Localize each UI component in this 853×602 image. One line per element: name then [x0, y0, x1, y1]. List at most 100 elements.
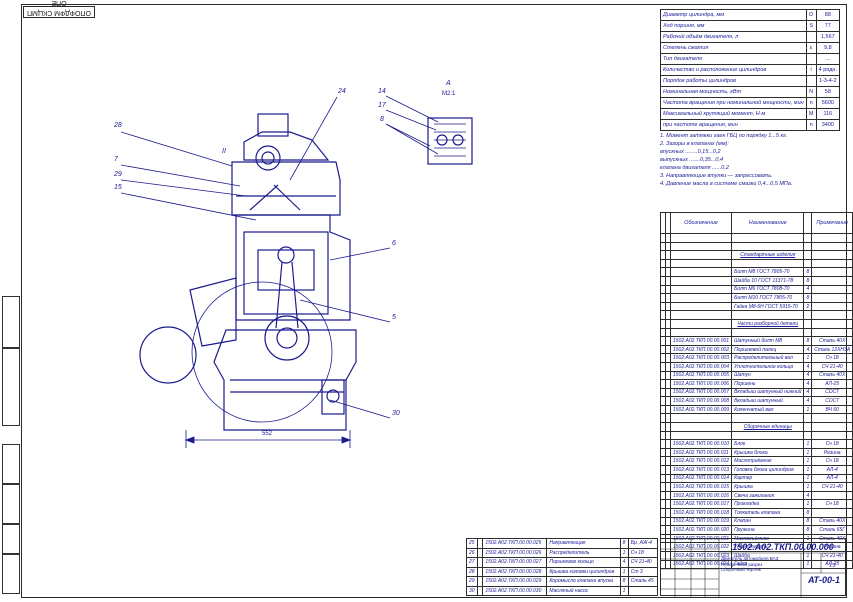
- spec-val: 1,567: [815, 31, 841, 43]
- parts-cell-c3: Картер: [731, 473, 805, 484]
- parts-cell-c4: 4: [803, 344, 813, 355]
- spec-label: Количество и расположение цилиндров: [660, 64, 807, 76]
- parts-cell-c5: [811, 430, 853, 441]
- parts-blank-row: [660, 258, 853, 269]
- parts-cell-c3: Коленчатый вал: [731, 404, 805, 415]
- parts-cell-c4: 4: [619, 557, 629, 568]
- technical-notes: 1. Момент затяжки гаек ГБЦ по порядку 1.…: [660, 132, 840, 188]
- parts-cell-c2: 1502.А02.ТКП.00.00.005: [669, 370, 733, 381]
- parts-cell-c5: [811, 275, 853, 286]
- spec-sym: n: [805, 119, 817, 131]
- parts-cell-c3: [731, 430, 805, 441]
- parts-header-c3: Наименование: [731, 212, 805, 234]
- title-block-grid: [661, 539, 847, 597]
- parts-cell-c4: [803, 241, 813, 252]
- parts-cell-c4: 1: [803, 353, 813, 363]
- parts-cell-c5: Резина: [811, 447, 853, 458]
- parts-cell-c3: Блок: [731, 439, 805, 449]
- crankshaft: [264, 315, 310, 361]
- parts-cell-c4: 1: [619, 547, 629, 558]
- parts-cell-c4: 8: [803, 293, 813, 303]
- oil-pump: [321, 379, 345, 415]
- callout-29: 29: [114, 171, 122, 178]
- drawing-name: Двигатель автомобиля ВАЗ Поперечный разр…: [721, 556, 801, 573]
- parts-cell-c4: [803, 310, 813, 320]
- parts-section-title: Сборочные единицы: [731, 422, 805, 432]
- parts-cell-c4: 1: [803, 447, 813, 458]
- parts-cell-c4: 8: [803, 525, 813, 535]
- parts-cell-c3: Уплотнительное кольцо: [731, 361, 805, 372]
- callout-5: 5: [392, 314, 396, 321]
- callout-30: 30: [392, 410, 400, 417]
- callout-28: 28: [114, 122, 122, 129]
- parts-cell-c3: [731, 413, 805, 424]
- parts-cell-c2: [669, 233, 733, 243]
- parts-cell-c4: 1: [619, 585, 629, 596]
- spec-sym: i: [805, 64, 817, 76]
- parts-cell-c4: 8: [803, 336, 813, 346]
- spec-sym: N: [805, 86, 817, 98]
- parts-cell-c3: Болт М6 ГОСТ 7808-70: [731, 284, 805, 295]
- callout-6: 6: [392, 240, 396, 247]
- parts-cell-c2: [669, 241, 733, 252]
- parts-cell-c3: Шатун: [731, 370, 805, 381]
- spec-label: Максимальный крутящий момент, Н·м: [660, 108, 807, 120]
- spec-label: Номинальная мощность, кВт: [660, 86, 807, 98]
- note-line: 2. Зазоры в клапанах (мм):: [660, 141, 729, 147]
- parts-cell: [803, 250, 813, 260]
- spec-sym: [805, 53, 817, 65]
- parts-blank-row: [660, 430, 853, 441]
- parts-cell-c2: 1502.А02.ТКП.00.00.019: [669, 516, 733, 527]
- parts-cell-c4: 1: [803, 482, 813, 492]
- parts-cell-c2: 1502.А02.ТКП.00.00.001: [669, 336, 733, 346]
- parts-cell-c5: СЧ 21-40: [811, 482, 853, 492]
- parts-cell-c0: 27: [465, 557, 479, 568]
- parts-cell-c2: [669, 284, 733, 295]
- parts-cell-c0: 25: [465, 538, 479, 549]
- parts-cell-c5: Сталь 45: [627, 576, 659, 587]
- parts-cell-c4: 8: [619, 576, 629, 587]
- parts-cell-c4: [803, 430, 813, 441]
- parts-cell-c2: [669, 430, 733, 441]
- parts-cell-c4: [803, 413, 813, 424]
- parts-header-c4: [803, 212, 813, 234]
- parts-header-c2: Обозначение: [669, 212, 733, 234]
- spec-label: Порядок работы цилиндров: [660, 75, 807, 87]
- spec-val: 9,8: [815, 42, 841, 54]
- parts-cell-c3: Вкладыш шатунный нижний: [731, 387, 805, 398]
- parts-cell-c4: 1: [619, 566, 629, 577]
- parts-section-title: Стандартные изделия: [731, 250, 805, 260]
- parts-cell-c2: [669, 267, 733, 277]
- parts-cell-c1: [477, 585, 484, 596]
- callout-section-ii: II: [222, 148, 226, 155]
- callout-24: 24: [338, 88, 346, 95]
- parts-cell-c3: Прокладка: [731, 499, 805, 509]
- parts-cell-c2: 1502.А02.ТКП.00.00.003: [669, 353, 733, 363]
- connecting-rod: [275, 261, 299, 329]
- parts-cell-c5: Сч 18: [811, 456, 853, 467]
- spec-sym: ε: [805, 42, 817, 54]
- parts-cell-c2: 1502.А02.ТКП.00.00.014: [669, 473, 733, 484]
- parts-cell-c4: 4: [803, 387, 813, 398]
- parts-cell: [811, 250, 853, 260]
- parts-cell-c2: [669, 310, 733, 320]
- parts-blank-row: [660, 310, 853, 320]
- strip-cell: [2, 554, 20, 594]
- parts-blank-row: [660, 413, 853, 424]
- parts-cell-c5: Сч 18: [811, 353, 853, 363]
- parts-cell-c2: [669, 413, 733, 424]
